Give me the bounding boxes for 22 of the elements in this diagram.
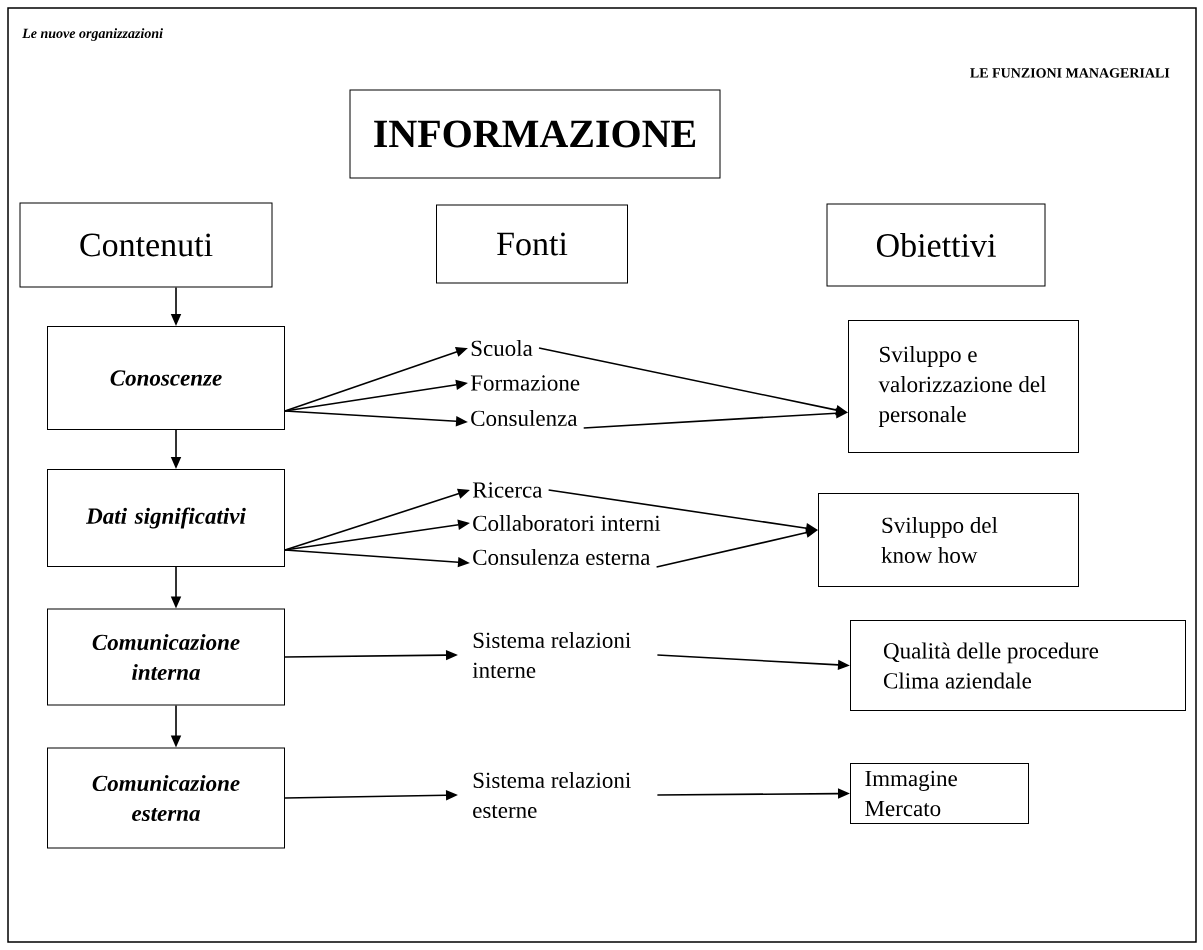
source-text: Ricerca [472, 482, 543, 498]
objective-box: Sviluppo e valorizzazione del personale [848, 320, 1079, 453]
header-text: Le nuove organizzazioni [22, 28, 163, 41]
source-text: Sistema relazioni esterne [473, 771, 631, 819]
column-header-box: Contenuti [19, 202, 273, 288]
objective-box: Qualità delle procedure Clima aziendale [850, 620, 1186, 711]
content-box: Dati significativi [47, 469, 285, 567]
objective-box: Sviluppo del know how [818, 493, 1079, 587]
column-header-box: Fonti [436, 204, 628, 284]
column-header-box: Obiettivi [826, 203, 1046, 287]
content-box: Comunicazione esterna [47, 747, 285, 849]
source-text: Consulenza esterna [473, 548, 651, 566]
source-text: Formazione [470, 375, 580, 391]
content-box: Conoscenze [47, 326, 285, 430]
title-box: INFORMAZIONE [349, 89, 721, 179]
header-text: LE FUNZIONI MANAGERIALI [970, 68, 1170, 78]
source-text: Collaboratori interni [473, 514, 661, 532]
source-text: Scuola [471, 339, 533, 357]
source-text: Sistema relazioni interne [472, 631, 631, 679]
content-box: Comunicazione interna [47, 608, 285, 706]
source-text: Consulenza [471, 409, 578, 427]
objective-box: Immagine Mercato [850, 763, 1029, 824]
